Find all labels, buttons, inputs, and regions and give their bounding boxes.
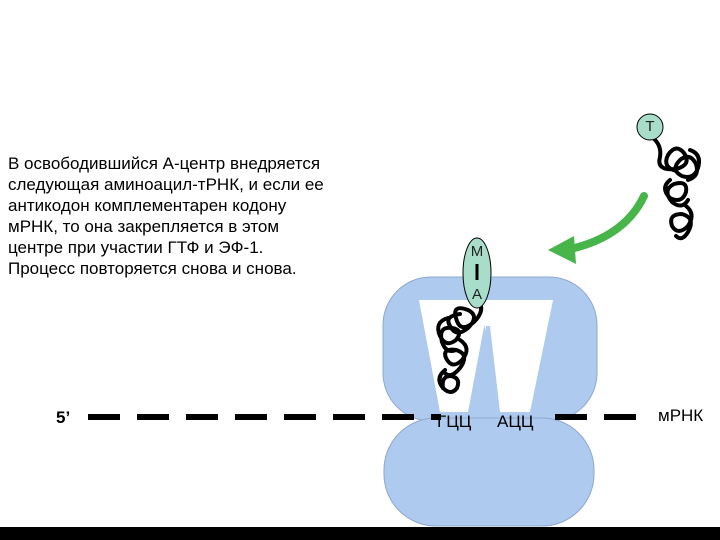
bound-amino-acid-bottom-label: А [471,286,482,303]
ribosome-wedge [476,326,500,412]
description-line: антикодон комплементарен кодону [8,196,287,215]
five-prime-label: 5’ [56,408,71,427]
bound-trna [436,298,484,394]
description-line: мРНК, то она закрепляется в этом [8,217,280,236]
mrna-label: мРНК [658,406,704,425]
insertion-arrow [562,192,648,254]
description-line: Процесс повторяется снова и снова. [8,259,297,278]
a-site [480,300,553,412]
description-line: центре при участии ГТФ и ЭФ-1. [8,238,264,257]
description-line: В освободившийся А-центр внедряется [8,154,321,173]
process-description: В освободившийся А-центр внедряется след… [8,153,383,279]
small-ribosome-subunit [383,417,595,527]
codon-label-left: ГЦЦ [437,412,472,431]
bottom-bar [0,527,720,540]
amino-acid-bead-incoming [636,113,664,141]
insertion-arrowhead [548,236,576,264]
codon-label-right: АЦЦ [497,412,534,431]
incoming-trna [650,135,701,241]
bound-amino-acid-top-label: М [470,243,484,260]
description-line: следующая аминоацил-тРНК, и если ее [8,175,324,194]
mrna-strand [88,414,636,420]
incoming-amino-acid-label: Т [645,118,655,135]
peptide-bond [475,264,479,280]
